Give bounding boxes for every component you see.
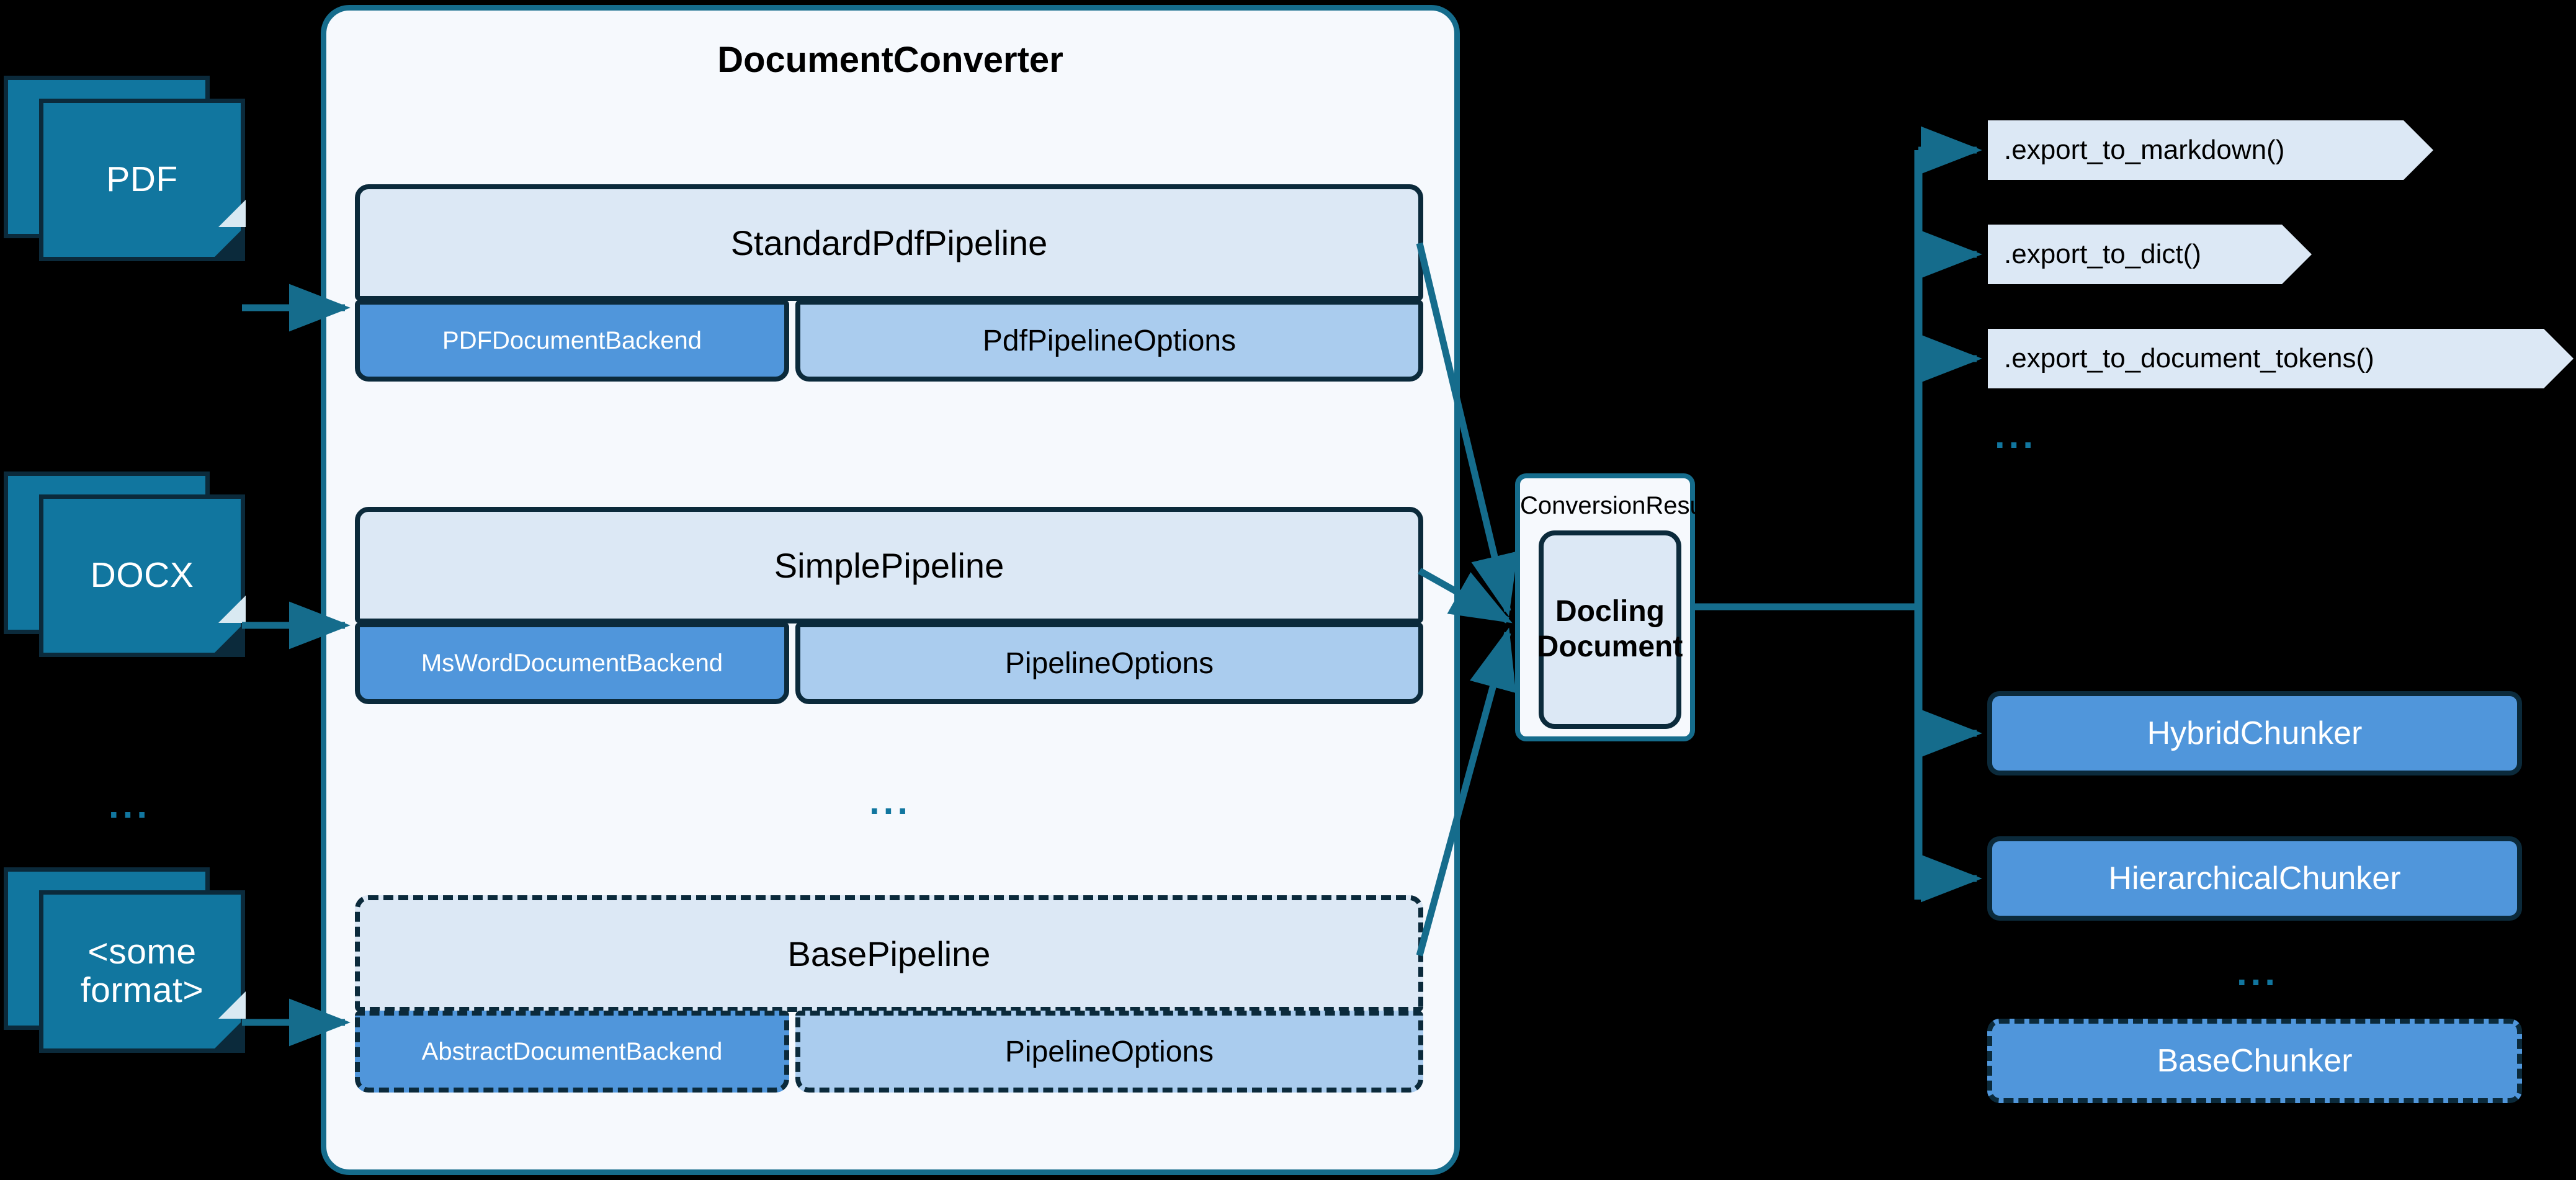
document-icon-label: <some format> xyxy=(80,932,204,1010)
options-pipeline[interactable]: PipelineOptions xyxy=(795,1011,1423,1093)
export-to-markdown-tag[interactable]: .export_to_markdown() xyxy=(1988,120,2433,180)
pipeline-components-row: MsWordDocumentBackend PipelineOptions xyxy=(355,622,1423,704)
page-fold-inner xyxy=(218,596,246,623)
hierarchical-chunker-box[interactable]: HierarchicalChunker xyxy=(1987,836,2522,921)
conversion-result-container: ConversionResult Docling Document xyxy=(1515,473,1716,741)
document-icon-front-sheet: <some format> xyxy=(39,890,246,1053)
pipeline-components-row: PDFDocumentBackend PdfPipelineOptions xyxy=(355,300,1423,382)
base-chunker-box[interactable]: BaseChunker xyxy=(1987,1019,2522,1103)
document-icon-label: PDF xyxy=(106,159,178,200)
pipeline-standard-pdf[interactable]: StandardPdfPipeline xyxy=(355,184,1423,301)
document-icon-some-format[interactable]: <some format> xyxy=(4,867,249,1057)
chunker-label: BaseChunker xyxy=(2157,1043,2353,1079)
pipeline-group-simple: SimplePipeline MsWordDocumentBackend Pip… xyxy=(355,507,1423,704)
docling-document-box[interactable]: Docling Document xyxy=(1537,530,1683,729)
page-fold-icon xyxy=(210,200,246,261)
backend-pdf-document[interactable]: PDFDocumentBackend xyxy=(355,300,789,382)
document-icon-docx[interactable]: DOCX xyxy=(4,472,249,661)
export-method-label: .export_to_dict() xyxy=(2004,239,2201,269)
export-method-label: .export_to_markdown() xyxy=(2004,135,2285,165)
document-icon-front-sheet: PDF xyxy=(39,99,246,261)
document-icon-label: DOCX xyxy=(90,555,194,596)
chunkers-ellipsis: ... xyxy=(2237,952,2279,993)
hybrid-chunker-box[interactable]: HybridChunker xyxy=(1987,691,2522,775)
pipeline-components-row: AbstractDocumentBackend PipelineOptions xyxy=(355,1011,1423,1093)
pipeline-base[interactable]: BasePipeline xyxy=(355,895,1423,1012)
pipeline-label: StandardPdfPipeline xyxy=(730,223,1048,262)
document-icon-pdf[interactable]: PDF xyxy=(4,76,249,266)
docling-document-label: Docling Document xyxy=(1537,595,1683,663)
input-formats-ellipsis: ... xyxy=(109,784,151,826)
options-pipeline[interactable]: PipelineOptions xyxy=(795,622,1423,704)
options-pdf-pipeline[interactable]: PdfPipelineOptions xyxy=(795,300,1423,382)
document-converter-title: DocumentConverter xyxy=(717,40,1063,80)
backend-msword-document[interactable]: MsWordDocumentBackend xyxy=(355,622,789,704)
page-fold-inner xyxy=(218,991,246,1019)
exports-ellipsis: ... xyxy=(1995,414,2037,456)
export-to-document-tokens-tag[interactable]: .export_to_document_tokens() xyxy=(1988,329,2574,388)
document-converter-container: DocumentConverter StandardPdfPipeline PD… xyxy=(321,5,1460,1175)
conversion-result-title: ConversionResult xyxy=(1520,492,1716,519)
pipeline-group-base: BasePipeline AbstractDocumentBackend Pip… xyxy=(355,895,1423,1093)
pipeline-simple[interactable]: SimplePipeline xyxy=(355,507,1423,624)
chunker-label: HierarchicalChunker xyxy=(2108,860,2401,896)
document-icon-front-sheet: DOCX xyxy=(39,494,246,657)
backend-abstract-document[interactable]: AbstractDocumentBackend xyxy=(355,1011,789,1093)
pipelines-ellipsis: ... xyxy=(869,780,911,822)
page-fold-inner xyxy=(218,200,246,227)
pipeline-group-standard-pdf: StandardPdfPipeline PDFDocumentBackend P… xyxy=(355,184,1423,382)
pipeline-label: BasePipeline xyxy=(787,934,991,973)
export-to-dict-tag[interactable]: .export_to_dict() xyxy=(1988,225,2312,284)
pipeline-label: SimplePipeline xyxy=(774,545,1004,585)
chunker-label: HybridChunker xyxy=(2147,715,2363,751)
page-fold-icon xyxy=(210,991,246,1053)
page-fold-icon xyxy=(210,596,246,657)
export-method-label: .export_to_document_tokens() xyxy=(2004,343,2374,373)
